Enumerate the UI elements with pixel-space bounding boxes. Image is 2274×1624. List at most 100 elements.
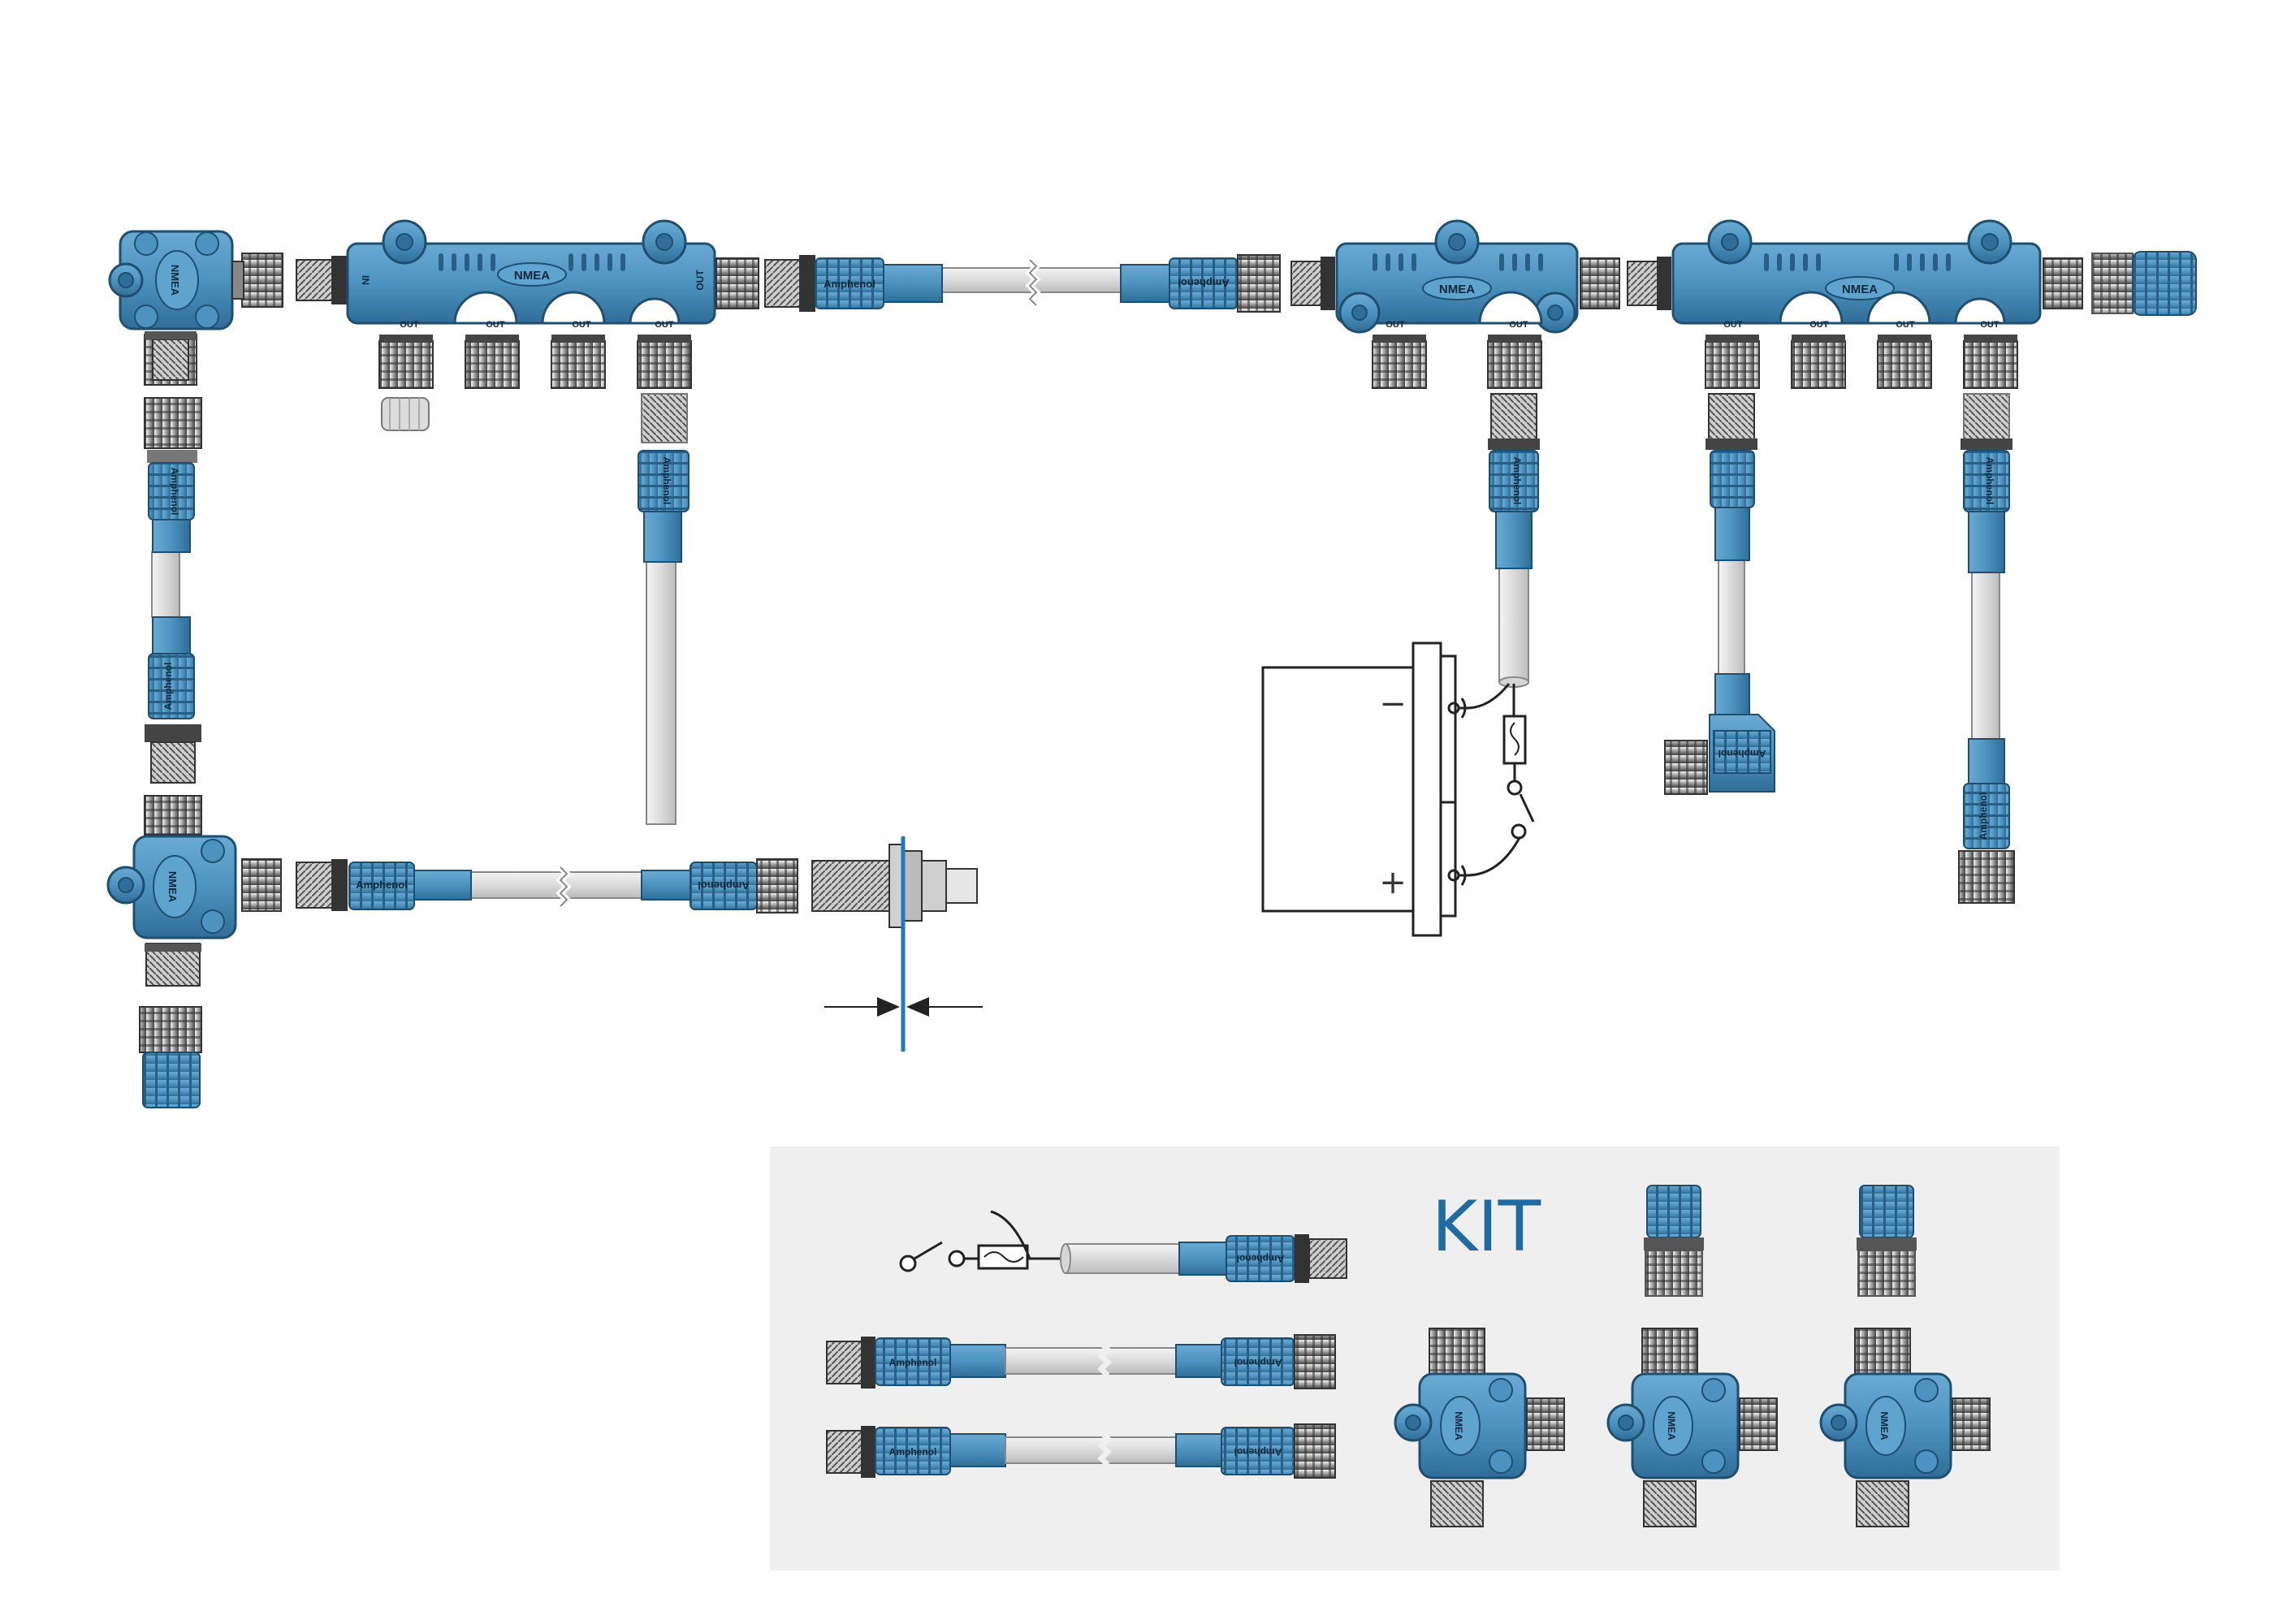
hub1-out-2: OUT	[486, 320, 505, 330]
hub2-port-nut-2	[1487, 340, 1542, 389]
top-cable-brand-1: Amphenol	[824, 278, 875, 290]
backbone-cable-top	[941, 257, 1122, 308]
hub1-port-nut-4	[637, 340, 692, 389]
hub1-out-4: OUT	[655, 320, 674, 330]
terminator-bl-icon[interactable]	[142, 1052, 201, 1108]
fuse-icon	[1502, 715, 1527, 781]
kit-tee-3-brand: NMEA	[1878, 1411, 1890, 1440]
overmold-vertical-2	[148, 653, 195, 719]
tee-bottom-thread	[152, 339, 189, 381]
tee-bl-right-port	[241, 858, 282, 912]
hub1-drop-thread	[641, 393, 688, 443]
kit-terminator-1[interactable]	[1644, 1185, 1704, 1297]
kit-tee-1[interactable]: NMEA	[1394, 1328, 1565, 1527]
hub3-four-way-tee-icon[interactable]: NMEA OUT OUT OUT OUT	[1671, 219, 2042, 330]
hub3-collar-1	[1706, 335, 1759, 343]
hub1-port-in: IN	[360, 275, 371, 285]
hub3-port-nut-1	[1705, 340, 1760, 389]
top-cable-female-nut	[1237, 254, 1281, 313]
top-cable-sleeve-2	[1120, 264, 1170, 303]
overmold-bottom-1-brand: Amphenol	[356, 879, 408, 891]
hub2-in-thread	[1290, 261, 1325, 306]
tee-bottom-collar	[145, 331, 197, 339]
top-cable-male-nut	[799, 255, 815, 312]
tee-side-nut-inner	[231, 261, 244, 300]
sleeve-bottom-2	[641, 870, 691, 901]
kit-cable-brand-4: Amphenol	[889, 1446, 937, 1458]
tee-bl-brand-label: NMEA	[166, 871, 179, 903]
hub3-drop-b-thread	[1963, 393, 2010, 443]
kit-cable-brand-3: Amphenol	[1234, 1357, 1282, 1368]
hub1-cap-icon	[381, 397, 430, 431]
hub3-port-nut-3	[1877, 340, 1932, 389]
hub1-brand: NMEA	[514, 269, 550, 283]
mounting-plate-rod	[824, 836, 983, 1052]
hub3-drop-b-brand-2: Amphenol	[1978, 793, 1989, 840]
male-nut-bottom	[331, 859, 348, 911]
overmold-bottom-2-brand: Amphenol	[698, 879, 750, 892]
overmold-brand-1: Amphenol	[169, 468, 180, 516]
top-cable-male-thread	[764, 259, 802, 308]
hub2-tee-icon[interactable]: NMEA OUT OUT	[1335, 219, 1579, 334]
drop-cable-left-vertical	[151, 551, 180, 618]
male-thread-bottom	[296, 862, 335, 909]
sleeve-bottom-1	[413, 870, 472, 901]
hub2-drop-thread	[1490, 393, 1537, 443]
kit-terminator-2[interactable]	[1857, 1185, 1917, 1297]
hub3-drop-b-nut	[1961, 438, 2012, 450]
kit-cable-brand-2: Amphenol	[889, 1357, 937, 1368]
battery-icon: − +	[1261, 641, 1467, 937]
hub3-out-nut	[2043, 257, 2083, 309]
kit-tee-1-brand: NMEA	[1453, 1411, 1464, 1440]
top-cable-sleeve-1	[883, 264, 943, 303]
tee-connector-bottom-left[interactable]: NMEA	[106, 835, 237, 939]
hub3-in-thread	[1627, 261, 1661, 306]
hub1-port-nut-3	[551, 340, 606, 389]
battery-wires	[1466, 683, 1522, 877]
hub2-port-nut-1	[1372, 340, 1427, 389]
hub1-drop-sleeve	[643, 511, 682, 563]
hub3-collar-3	[1878, 335, 1931, 343]
tee-connector-top-left[interactable]: NMEA	[108, 230, 234, 330]
threaded-sensor-icon[interactable]	[811, 844, 978, 928]
hub3-drop-b-overmold-2	[1963, 783, 2010, 849]
kit-title: KIT	[1432, 1186, 1541, 1268]
kit-extension-cable-2[interactable]: Amphenol Amphenol	[826, 1423, 1336, 1479]
kit-extension-cable-1[interactable]: Amphenol Amphenol	[826, 1334, 1336, 1389]
kit-tee-2-brand: NMEA	[1666, 1411, 1677, 1440]
hub2-drop-brand: Amphenol	[1511, 457, 1523, 505]
right-angle-brand: Amphenol	[1718, 748, 1766, 759]
overmold-brand-2: Amphenol	[162, 663, 174, 710]
hub3-out-2: OUT	[1809, 320, 1829, 330]
switch-icon	[1507, 780, 1535, 840]
drop-cable-battery	[1498, 568, 1529, 688]
hub1-collar-4	[638, 335, 691, 343]
kit-switch-cable[interactable]: Amphenol	[899, 1210, 1347, 1283]
hub1-port-nut-2	[465, 340, 520, 389]
hub3-brand: NMEA	[1842, 283, 1878, 296]
hub1-out-3: OUT	[572, 320, 591, 330]
hub1-port-out-end: OUT	[694, 270, 706, 291]
four-way-tee-icon[interactable]: NMEA IN OUT OUT OUT OUT OUT	[346, 219, 716, 330]
hub3-drop-b-sleeve-2	[1968, 738, 2005, 784]
collar-1	[147, 450, 197, 463]
kit-tee-2[interactable]: NMEA	[1606, 1328, 1778, 1527]
tee-brand-label: NMEA	[169, 265, 181, 296]
hub2-collar-1	[1373, 335, 1426, 343]
hub2-out-2: OUT	[1509, 320, 1528, 330]
battery-minus-sign: −	[1379, 685, 1407, 723]
hub3-drop-b-brand: Amphenol	[1984, 457, 1995, 505]
hub3-drop-a-thread	[1708, 393, 1755, 443]
terminator-cap-icon[interactable]	[2091, 251, 2197, 316]
female-connector-vertical-1	[144, 397, 202, 449]
male-connector-nut-a	[331, 256, 348, 304]
hub2-in-nut	[1321, 257, 1335, 310]
right-angle-connector-icon[interactable]: Amphenol	[1664, 714, 1775, 795]
hub3-drop-a-nut	[1706, 438, 1757, 450]
hub1-out-1: OUT	[400, 320, 419, 330]
hub1-collar-1	[379, 335, 433, 343]
drop-cable-right-a	[1718, 559, 1745, 675]
kit-tee-3[interactable]: NMEA	[1819, 1328, 1991, 1527]
tee-bl-top-port	[144, 795, 202, 836]
